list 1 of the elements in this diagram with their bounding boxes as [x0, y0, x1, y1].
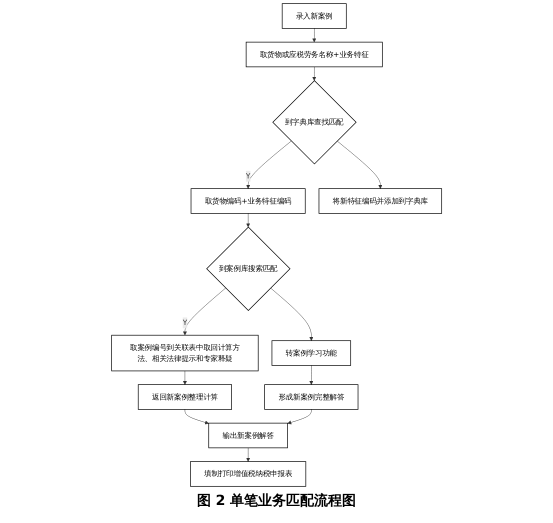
- figure-caption: 图 2 单笔业务匹配流程图: [196, 492, 358, 510]
